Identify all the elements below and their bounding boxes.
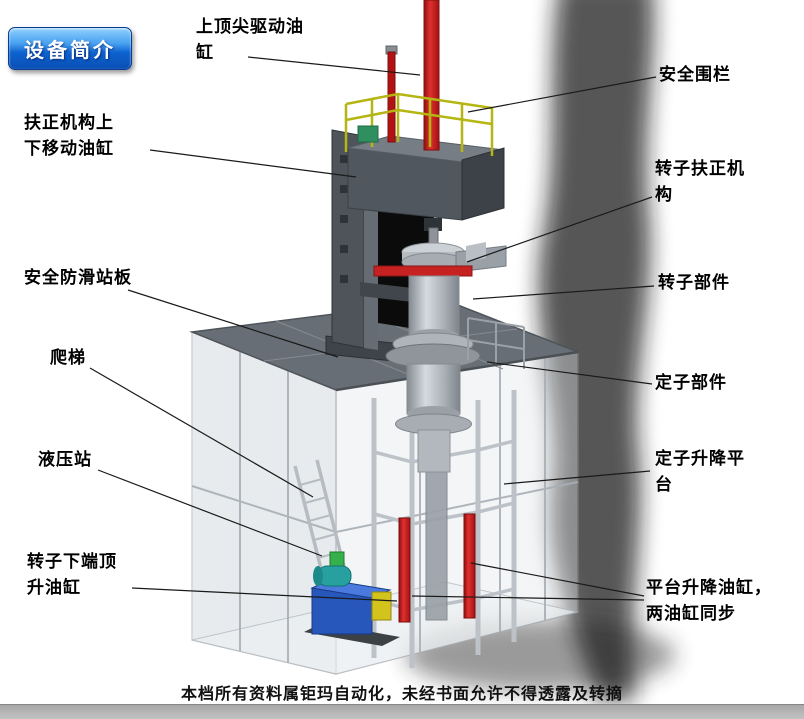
bottom-gray-bar <box>0 704 804 719</box>
callout-rotor-centering: 转子扶正机 构 <box>655 159 745 204</box>
rotor-clamp-red <box>373 265 473 277</box>
top-drive-cylinder <box>385 0 440 151</box>
callout-top-tip-cylinder: 上顶尖驱动油 缸 <box>196 17 304 62</box>
callout-safety-fence: 安全围栏 <box>659 65 731 84</box>
callout-ladder: 爬梯 <box>50 348 86 367</box>
callout-hydraulic-station: 液压站 <box>38 450 92 469</box>
stator-assembly <box>395 363 472 473</box>
title-badge: 设备简介 <box>8 27 132 70</box>
title-badge-label: 设备简介 <box>24 40 116 62</box>
platform-guide-rail <box>467 317 525 369</box>
callout-platform-cylinders: 平台升降油缸， 两油缸同步 <box>646 578 772 623</box>
rotor-assembly <box>360 227 507 369</box>
platform-control-box <box>357 125 379 143</box>
callout-rotor-parts: 转子部件 <box>658 273 730 292</box>
callout-rotor-bottom-cylinder: 转子下端顶 升油缸 <box>27 552 117 597</box>
callout-stator-parts: 定子部件 <box>655 373 727 392</box>
callout-antislip-board: 安全防滑站板 <box>24 268 132 287</box>
callout-stator-platform: 定子升降平 台 <box>655 449 745 494</box>
safety-railing <box>344 92 494 156</box>
footer-confidentiality-note: 本档所有资料属钜玛自动化，未经书面允许不得透露及转摘 <box>180 686 623 703</box>
leader-lines <box>89 56 657 602</box>
hydraulic-power-unit <box>304 551 400 646</box>
callout-centering-cylinder: 扶正机构上 下移动油缸 <box>24 113 114 158</box>
